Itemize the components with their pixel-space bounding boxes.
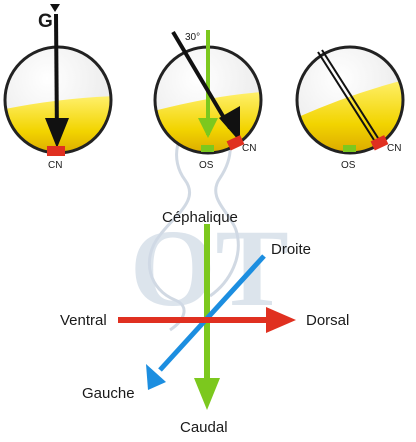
circle-2-gravity-arrowhead: [219, 106, 240, 142]
circle-3-rim: [295, 45, 405, 155]
circle-3-cn-label: CN: [387, 143, 401, 154]
watermark-spine-curve: [147, 116, 201, 332]
circle-2: 30° OS CN: [153, 30, 263, 171]
dorsal-arrowhead: [266, 307, 296, 333]
circle-2-gravity-arrow-shaft: [171, 30, 232, 130]
circle-1-gravity-tail-tick: [50, 4, 60, 12]
left-arrowhead: [146, 364, 166, 390]
circle-1: G CN: [3, 4, 113, 171]
label-cephalic: Céphalique: [162, 209, 238, 226]
circle-2-cn-marker: [226, 135, 245, 151]
circle-2-head-axis-arrowhead: [198, 118, 218, 138]
circle-3-tilted-line-b: [321, 49, 379, 139]
circle-1-gravity-arrowhead: [45, 118, 69, 148]
circle-2-os-label: OS: [199, 160, 214, 171]
circle-2-os-marker: [201, 145, 214, 152]
circle-2-angle-label: 30°: [185, 32, 200, 43]
circle-3-cn-marker: [370, 135, 389, 151]
label-right: Droite: [271, 241, 311, 258]
label-left: Gauche: [82, 385, 135, 402]
caudal-arrowhead: [194, 378, 220, 410]
circle-1-gravity-label: G: [38, 11, 53, 32]
circle-1-cn-label: CN: [48, 160, 62, 171]
circle-3: OS CN: [295, 45, 405, 171]
label-dorsal: Dorsal: [306, 312, 349, 329]
lateral-axis-line: [158, 254, 266, 372]
label-ventral: Ventral: [60, 312, 107, 329]
label-caudal: Caudal: [180, 419, 228, 436]
circle-3-tilted-line-a: [317, 51, 375, 141]
circle-1-cn-marker: [47, 146, 65, 156]
axis-system: Céphalique Droite Ventral Dorsal Gauche …: [60, 209, 349, 436]
circle-3-os-label: OS: [341, 160, 356, 171]
circle-3-os-marker: [343, 145, 356, 152]
circle-2-cn-label: CN: [242, 143, 256, 154]
